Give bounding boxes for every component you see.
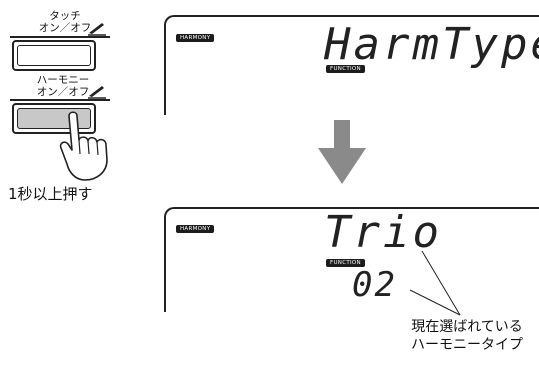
hold-instruction: 1秒以上押す xyxy=(8,185,93,203)
display-main-text: Trio xyxy=(324,207,442,258)
function-indicator: FUNCTION xyxy=(326,259,365,267)
touch-on-off-button[interactable] xyxy=(12,40,96,71)
harmony-indicator: HARMONY xyxy=(176,225,215,233)
panel-divider xyxy=(10,36,110,38)
down-arrow-icon xyxy=(318,120,366,184)
function-indicator: FUNCTION xyxy=(326,65,365,73)
lcd-display-bottom: HARMONY Trio FUNCTION 02 xyxy=(164,207,539,312)
panel-divider xyxy=(10,99,110,101)
display-main-text: HarmType xyxy=(324,19,539,70)
pen-icon xyxy=(88,86,106,99)
harmony-label-line2: オン／オフ xyxy=(36,86,90,98)
harmony-button-label: ハーモニー オン／オフ xyxy=(28,74,98,98)
harmony-on-off-button[interactable] xyxy=(12,103,96,134)
harmony-type-number: 02 xyxy=(352,265,397,305)
callout-line2: ハーモニータイプ xyxy=(411,337,523,353)
touch-label-line1: タッチ xyxy=(49,10,81,22)
touch-button-label: タッチ オン／オフ xyxy=(30,10,100,34)
pointing-hand-icon xyxy=(59,111,108,181)
lcd-display-top: HARMONY HarmType FUNCTION xyxy=(164,15,539,115)
callout-line1: 現在選ばれている xyxy=(411,319,523,335)
harmony-label-line1: ハーモニー xyxy=(36,74,90,86)
harmony-indicator: HARMONY xyxy=(176,34,215,42)
touch-label-line2: オン／オフ xyxy=(38,22,92,34)
pen-icon xyxy=(88,23,106,36)
callout-text: 現在選ばれている ハーモニータイプ xyxy=(402,318,532,354)
button-face xyxy=(17,45,91,66)
